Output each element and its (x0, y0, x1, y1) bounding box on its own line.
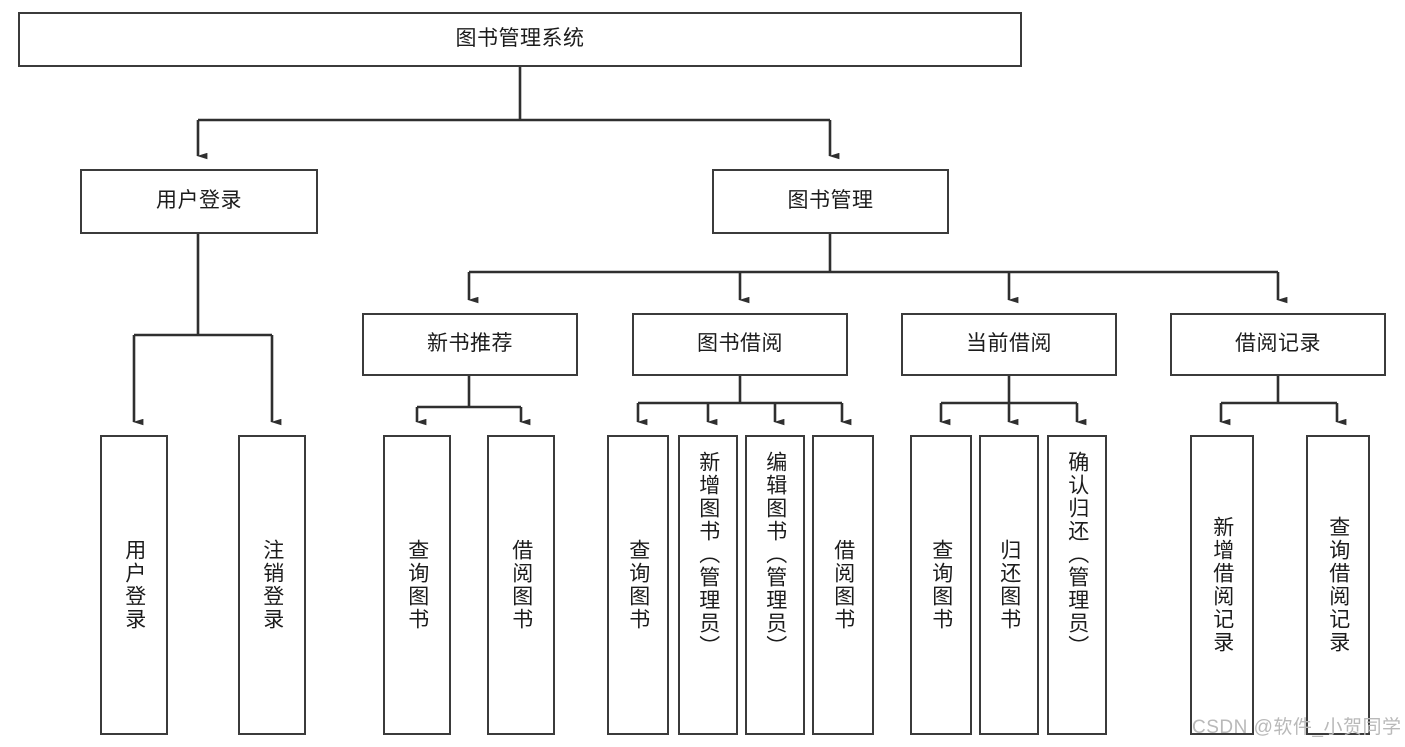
node-borrow-record-label: 借阅记录 (1235, 332, 1321, 356)
node-book-management[interactable]: 图书管理 (712, 169, 949, 234)
node-root[interactable]: 图书管理系统 (18, 12, 1022, 67)
node-current-borrow-label: 当前借阅 (966, 332, 1052, 356)
node-root-label: 图书管理系统 (455, 27, 585, 51)
node-leaf-query-book-1[interactable]: 查询图书 (383, 435, 451, 735)
watermark-text: CSDN @软件_小贺同学 (1192, 717, 1402, 738)
node-leaf-confirm-return[interactable]: 确认归还（管理员） (1047, 435, 1107, 735)
node-leaf-edit-book-label: 编辑图书（管理员） (763, 451, 787, 658)
node-leaf-return-book[interactable]: 归还图书 (979, 435, 1039, 735)
node-book-management-label: 图书管理 (787, 189, 874, 213)
node-leaf-user-login[interactable]: 用户登录 (100, 435, 168, 735)
node-user-login[interactable]: 用户登录 (80, 169, 318, 234)
node-leaf-query-record-label: 查询借阅记录 (1326, 516, 1350, 654)
node-leaf-user-login-label: 用户登录 (122, 539, 146, 631)
node-leaf-logout-login-label: 注销登录 (260, 539, 284, 631)
node-user-login-label: 用户登录 (156, 189, 242, 213)
node-leaf-query-book-2[interactable]: 查询图书 (607, 435, 669, 735)
node-leaf-query-book-2-label: 查询图书 (626, 539, 650, 631)
node-leaf-add-record-label: 新增借阅记录 (1210, 516, 1234, 654)
node-leaf-logout-login[interactable]: 注销登录 (238, 435, 306, 735)
node-leaf-add-book[interactable]: 新增图书（管理员） (678, 435, 738, 735)
node-leaf-query-book-3[interactable]: 查询图书 (910, 435, 972, 735)
node-leaf-edit-book[interactable]: 编辑图书（管理员） (745, 435, 805, 735)
node-leaf-add-book-label: 新增图书（管理员） (696, 451, 720, 658)
node-leaf-return-book-label: 归还图书 (997, 539, 1021, 631)
node-current-borrow[interactable]: 当前借阅 (901, 313, 1117, 376)
node-new-book-recommend-label: 新书推荐 (427, 332, 513, 356)
node-leaf-borrow-book-2-label: 借阅图书 (831, 539, 855, 631)
node-leaf-confirm-return-label: 确认归还（管理员） (1065, 451, 1089, 658)
node-book-borrow[interactable]: 图书借阅 (632, 313, 848, 376)
node-new-book-recommend[interactable]: 新书推荐 (362, 313, 578, 376)
node-leaf-borrow-book-2[interactable]: 借阅图书 (812, 435, 874, 735)
node-book-borrow-label: 图书借阅 (697, 332, 783, 356)
node-leaf-borrow-book-1[interactable]: 借阅图书 (487, 435, 555, 735)
node-leaf-query-book-1-label: 查询图书 (405, 539, 429, 631)
node-leaf-query-record[interactable]: 查询借阅记录 (1306, 435, 1370, 735)
node-leaf-add-record[interactable]: 新增借阅记录 (1190, 435, 1254, 735)
node-leaf-borrow-book-1-label: 借阅图书 (509, 539, 533, 631)
node-borrow-record[interactable]: 借阅记录 (1170, 313, 1386, 376)
node-leaf-query-book-3-label: 查询图书 (929, 539, 953, 631)
